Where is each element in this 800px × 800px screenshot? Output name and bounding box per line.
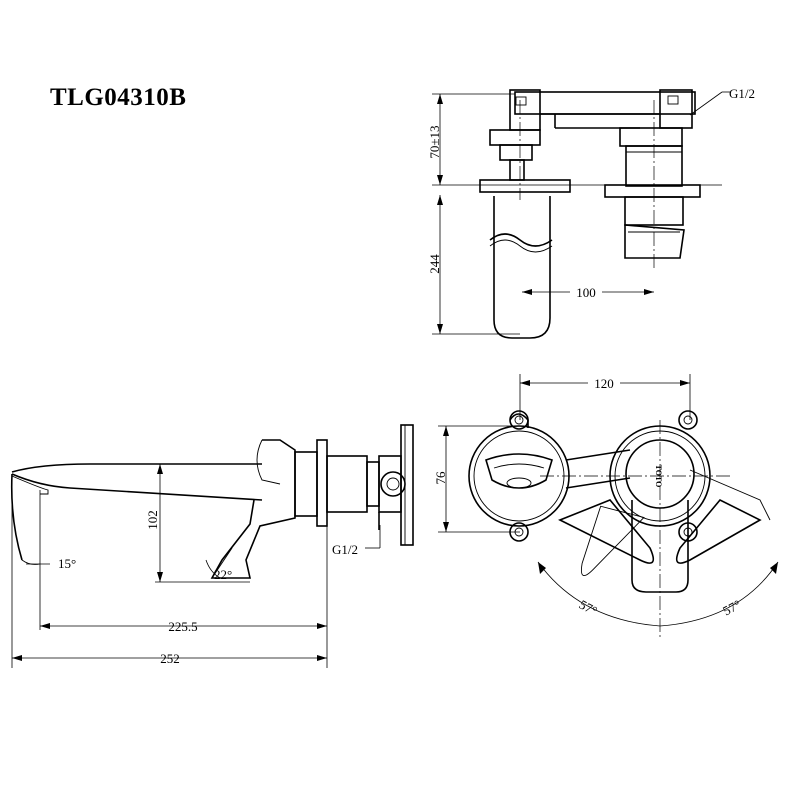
side-angle-lever-label: 22° [214,567,232,582]
side-spout-height-label: 102 [145,510,160,530]
model-number-title: TLG04310B [50,84,187,111]
front-angle-right-label: 57° [720,597,743,619]
side-total-label: 252 [160,651,180,666]
side-view: G1/2 102 22° 15° 225.5 252 [10,424,414,668]
top-view: 70±13 244 G1/2 [427,86,755,339]
front-height-label: 76 [433,471,448,485]
side-projection-label: 225.5 [168,619,197,634]
front-angle-left-label: 57° [577,597,600,619]
side-angle-tip-label: 15° [58,556,76,571]
top-g-half-label: G1/2 [729,86,755,101]
top-spout-label: 244 [427,254,442,274]
front-view: 120 76 TOTO [433,374,779,640]
top-height-label: 70±13 [427,125,442,158]
side-g-half-label: G1/2 [332,542,358,557]
front-spacing-label: 120 [594,376,614,391]
top-spacing-label: 100 [576,285,596,300]
